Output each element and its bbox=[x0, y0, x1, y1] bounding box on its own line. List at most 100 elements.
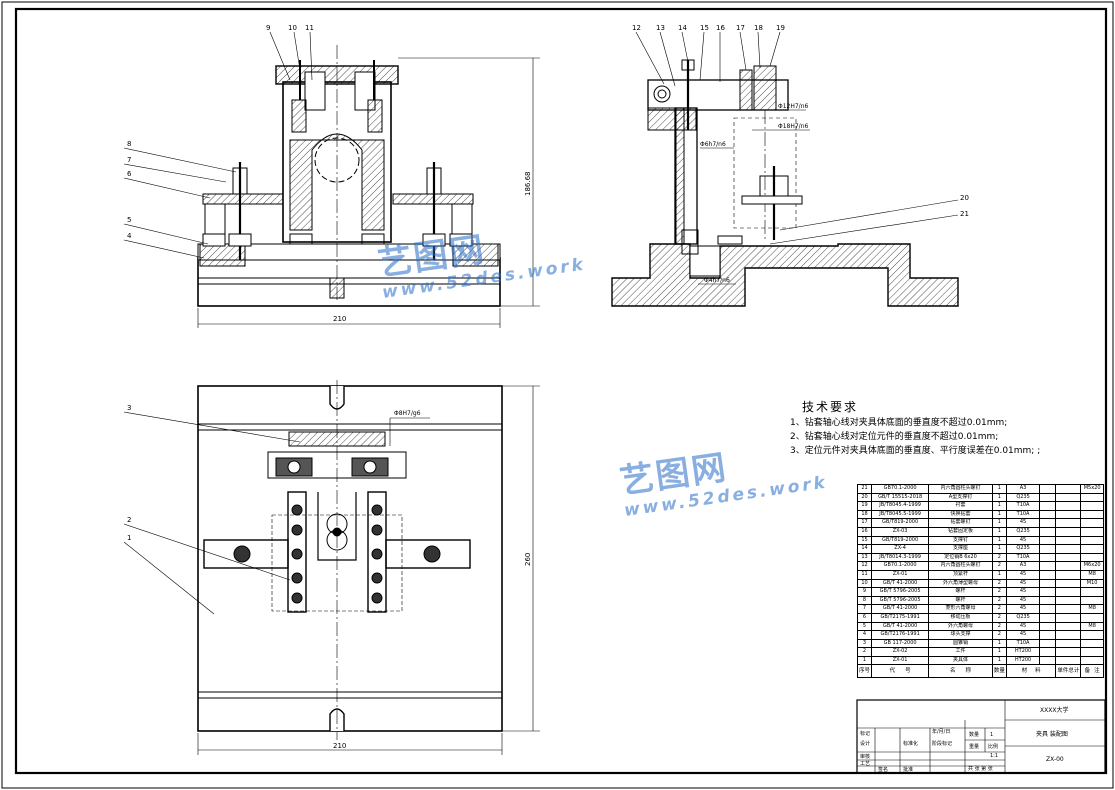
parts-list-cell: 1 bbox=[991, 647, 1007, 657]
title-weight-label: 重量 bbox=[969, 743, 979, 750]
parts-list-cell bbox=[1039, 604, 1057, 614]
parts-list-cell: HT200 bbox=[1005, 647, 1041, 657]
parts-list-cell: GB/T 5796-2005 bbox=[871, 595, 930, 606]
parts-list-cell bbox=[1039, 501, 1057, 511]
title-design-label: 设计 bbox=[860, 740, 870, 747]
parts-list-header: 序号代号名称数量材料单件总计重 量备注 bbox=[856, 664, 1104, 679]
parts-list-cell bbox=[1039, 595, 1057, 606]
balloon-6: 6 bbox=[127, 170, 132, 178]
parts-list-header-cell: 材料 bbox=[1005, 664, 1057, 679]
parts-list-cell: T10A bbox=[1005, 501, 1041, 511]
balloon-13: 13 bbox=[656, 24, 665, 32]
parts-list-cell: 16 bbox=[856, 526, 873, 537]
parts-list-cell bbox=[1039, 518, 1057, 528]
parts-list-cell: 2 bbox=[991, 595, 1007, 606]
parts-list-cell: 14 bbox=[856, 544, 873, 554]
parts-list-cell: 1 bbox=[991, 569, 1007, 580]
parts-list-cell bbox=[1080, 612, 1104, 623]
parts-list-cell: 顶紧杆 bbox=[928, 569, 993, 580]
title-sign-label: 签名 bbox=[878, 766, 888, 773]
parts-list-cell: M10 bbox=[1080, 578, 1104, 589]
balloon-17: 17 bbox=[736, 24, 745, 32]
parts-list-cell bbox=[1055, 612, 1082, 623]
parts-list-cell: 2 bbox=[991, 621, 1007, 632]
parts-list-cell bbox=[1080, 595, 1104, 606]
parts-list-cell bbox=[1080, 492, 1104, 503]
title-quantity: 1 bbox=[990, 732, 993, 738]
parts-list-cell: 1 bbox=[856, 655, 873, 666]
parts-list-cell: GB 117-2000 bbox=[871, 638, 930, 649]
parts-list-cell bbox=[1080, 535, 1104, 546]
parts-list-cell bbox=[1039, 526, 1057, 537]
parts-list-cell bbox=[1055, 595, 1082, 606]
header-remark-1: 备 bbox=[1084, 668, 1091, 675]
parts-list-cell: 支撑钉 bbox=[928, 535, 993, 546]
parts-list-cell: GB70.1-2000 bbox=[871, 561, 930, 571]
balloon-1: 1 bbox=[127, 534, 131, 542]
dim-top-width: 210 bbox=[333, 742, 346, 750]
header-code-1: 代 bbox=[889, 668, 896, 675]
parts-list-cell bbox=[1039, 630, 1057, 640]
balloon-21: 21 bbox=[960, 210, 969, 218]
parts-list-cell: 2 bbox=[991, 587, 1007, 597]
parts-list-cell bbox=[1055, 501, 1082, 511]
parts-list-cell: 7 bbox=[856, 604, 873, 614]
parts-list-cell bbox=[1039, 578, 1057, 589]
parts-list-cell: GB/T 41-2000 bbox=[871, 621, 930, 632]
parts-list-cell: 8 bbox=[856, 595, 873, 606]
parts-list-cell bbox=[1055, 552, 1082, 563]
parts-list-cell: 1 bbox=[991, 544, 1007, 554]
parts-list-cell: GB/T819-2000 bbox=[871, 518, 930, 528]
dim-top-height: 260 bbox=[524, 553, 532, 566]
parts-list-cell: 11 bbox=[856, 569, 873, 580]
parts-list-cell bbox=[1039, 621, 1057, 632]
title-process-label: 工艺 bbox=[860, 761, 870, 767]
title-drawing-number: ZX-00 bbox=[1046, 756, 1064, 763]
parts-list-cell bbox=[1055, 492, 1082, 503]
parts-list-cell: 内六角圆柱头螺钉 bbox=[928, 484, 993, 494]
parts-list-cell: T10A bbox=[1005, 509, 1041, 520]
parts-list-cell: 1 bbox=[991, 518, 1007, 528]
parts-list-cell: Q235 bbox=[1005, 492, 1041, 503]
parts-list-cell bbox=[1080, 526, 1104, 537]
parts-list-cell bbox=[1055, 604, 1082, 614]
parts-list-cell: 5 bbox=[856, 621, 873, 632]
parts-list-cell: 2 bbox=[991, 552, 1007, 563]
parts-list-cell: 2 bbox=[991, 612, 1007, 623]
balloon-10: 10 bbox=[288, 24, 297, 32]
parts-list-cell: 45 bbox=[1005, 587, 1041, 597]
parts-list-cell: JB/T8045.4-1999 bbox=[871, 501, 930, 511]
parts-list-cell: 3 bbox=[856, 638, 873, 649]
parts-list-cell bbox=[1055, 578, 1082, 589]
parts-list-cell: 9 bbox=[856, 587, 873, 597]
title-mark-label: 标记 bbox=[860, 730, 870, 737]
parts-list-cell: 快换钻套 bbox=[928, 509, 993, 520]
balloon-2: 2 bbox=[127, 516, 131, 524]
parts-list-cell: JB/T8014.3-1999 bbox=[871, 552, 930, 563]
parts-list-cell bbox=[1055, 647, 1082, 657]
parts-list-header-cell: 代号 bbox=[871, 664, 930, 679]
parts-list-cell: GB/T 41-2000 bbox=[871, 604, 930, 614]
parts-list-cell bbox=[1039, 544, 1057, 554]
parts-list-cell: 45 bbox=[1005, 569, 1041, 580]
balloon-3: 3 bbox=[127, 404, 131, 412]
dim-fit-4: Φ4h7/n6 bbox=[704, 277, 730, 284]
parts-list-cell: 19 bbox=[856, 501, 873, 511]
parts-list-cell: Q235 bbox=[1005, 612, 1041, 623]
parts-list-cell: 45 bbox=[1005, 595, 1041, 606]
parts-list-cell: 17 bbox=[856, 518, 873, 528]
parts-list-header-cell: 名称 bbox=[928, 664, 993, 679]
parts-list-cell: 工件 bbox=[928, 647, 993, 657]
parts-list-cell: 20 bbox=[856, 492, 873, 503]
dim-front-width: 210 bbox=[333, 315, 346, 323]
